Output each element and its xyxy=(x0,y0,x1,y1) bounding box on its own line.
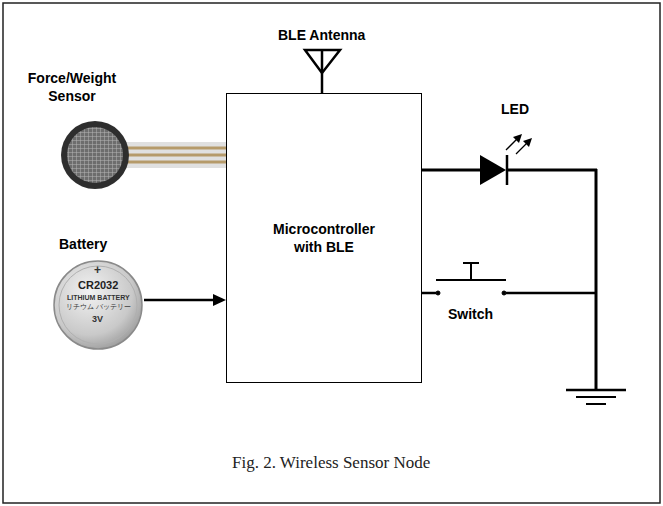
part-label: Battery xyxy=(59,236,107,254)
antenna-symbol xyxy=(305,50,340,93)
battery-print: CR2032 xyxy=(78,279,118,293)
battery-print: + xyxy=(94,263,101,278)
figure-frame xyxy=(3,3,660,503)
battery-print: リチウム バッテリー xyxy=(66,303,131,312)
force-sensor-picture xyxy=(61,121,226,189)
processor-box: Microcontroller with BLE xyxy=(226,93,422,383)
power-arrow xyxy=(144,294,226,306)
part-label: LED xyxy=(501,101,529,119)
battery-print: LITHIUM BATTERY xyxy=(67,294,130,303)
coin-battery-picture xyxy=(54,261,142,349)
part-label: BLE Antenna xyxy=(278,27,365,45)
box-label: Microcontroller with BLE xyxy=(259,220,389,256)
part-label: Switch xyxy=(448,306,493,324)
ground-symbol xyxy=(566,169,626,404)
figure-caption: Fig. 2. Wireless Sensor Node xyxy=(232,452,430,473)
part-label: Force/Weight Sensor xyxy=(22,70,122,105)
switch-symbol xyxy=(422,263,597,295)
led-symbol xyxy=(422,134,597,185)
battery-print: 3V xyxy=(92,314,103,325)
